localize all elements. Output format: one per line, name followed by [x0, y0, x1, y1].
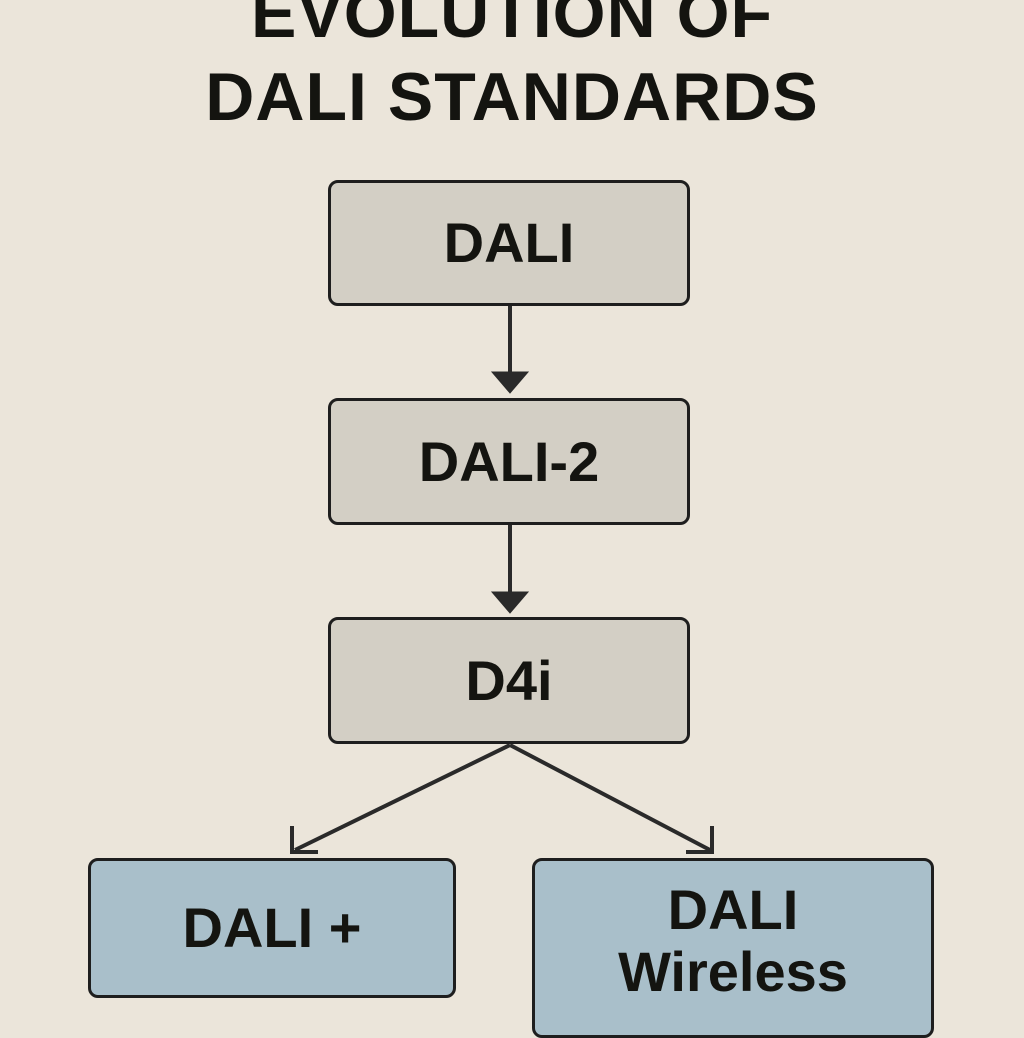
node-dali-2-label: DALI-2: [418, 429, 600, 493]
node-dali-wireless: DALI Wireless: [532, 858, 934, 1038]
arrow-dali-to-dali2: [490, 305, 530, 394]
title-line-2: DALI STANDARDS: [205, 59, 819, 135]
arrow-d4i-to-dali-wireless: [509, 743, 714, 854]
node-dali-wireless-label-1: DALI: [667, 878, 799, 941]
node-d4i-label: D4i: [465, 648, 553, 712]
node-dali-label: DALI: [443, 211, 575, 275]
node-dali-plus: DALI +: [88, 858, 456, 998]
node-dali-wireless-label-2: Wireless: [618, 939, 848, 1003]
node-d4i: D4i: [328, 617, 690, 744]
arrow-dali2-to-d4i: [490, 524, 530, 614]
node-dali: DALI: [328, 180, 690, 306]
arrow-d4i-to-dali-plus: [290, 743, 511, 854]
title-line-1: EVOLUTION OF: [251, 0, 773, 52]
node-dali-2: DALI-2: [328, 398, 690, 525]
node-dali-plus-label: DALI +: [182, 896, 362, 960]
